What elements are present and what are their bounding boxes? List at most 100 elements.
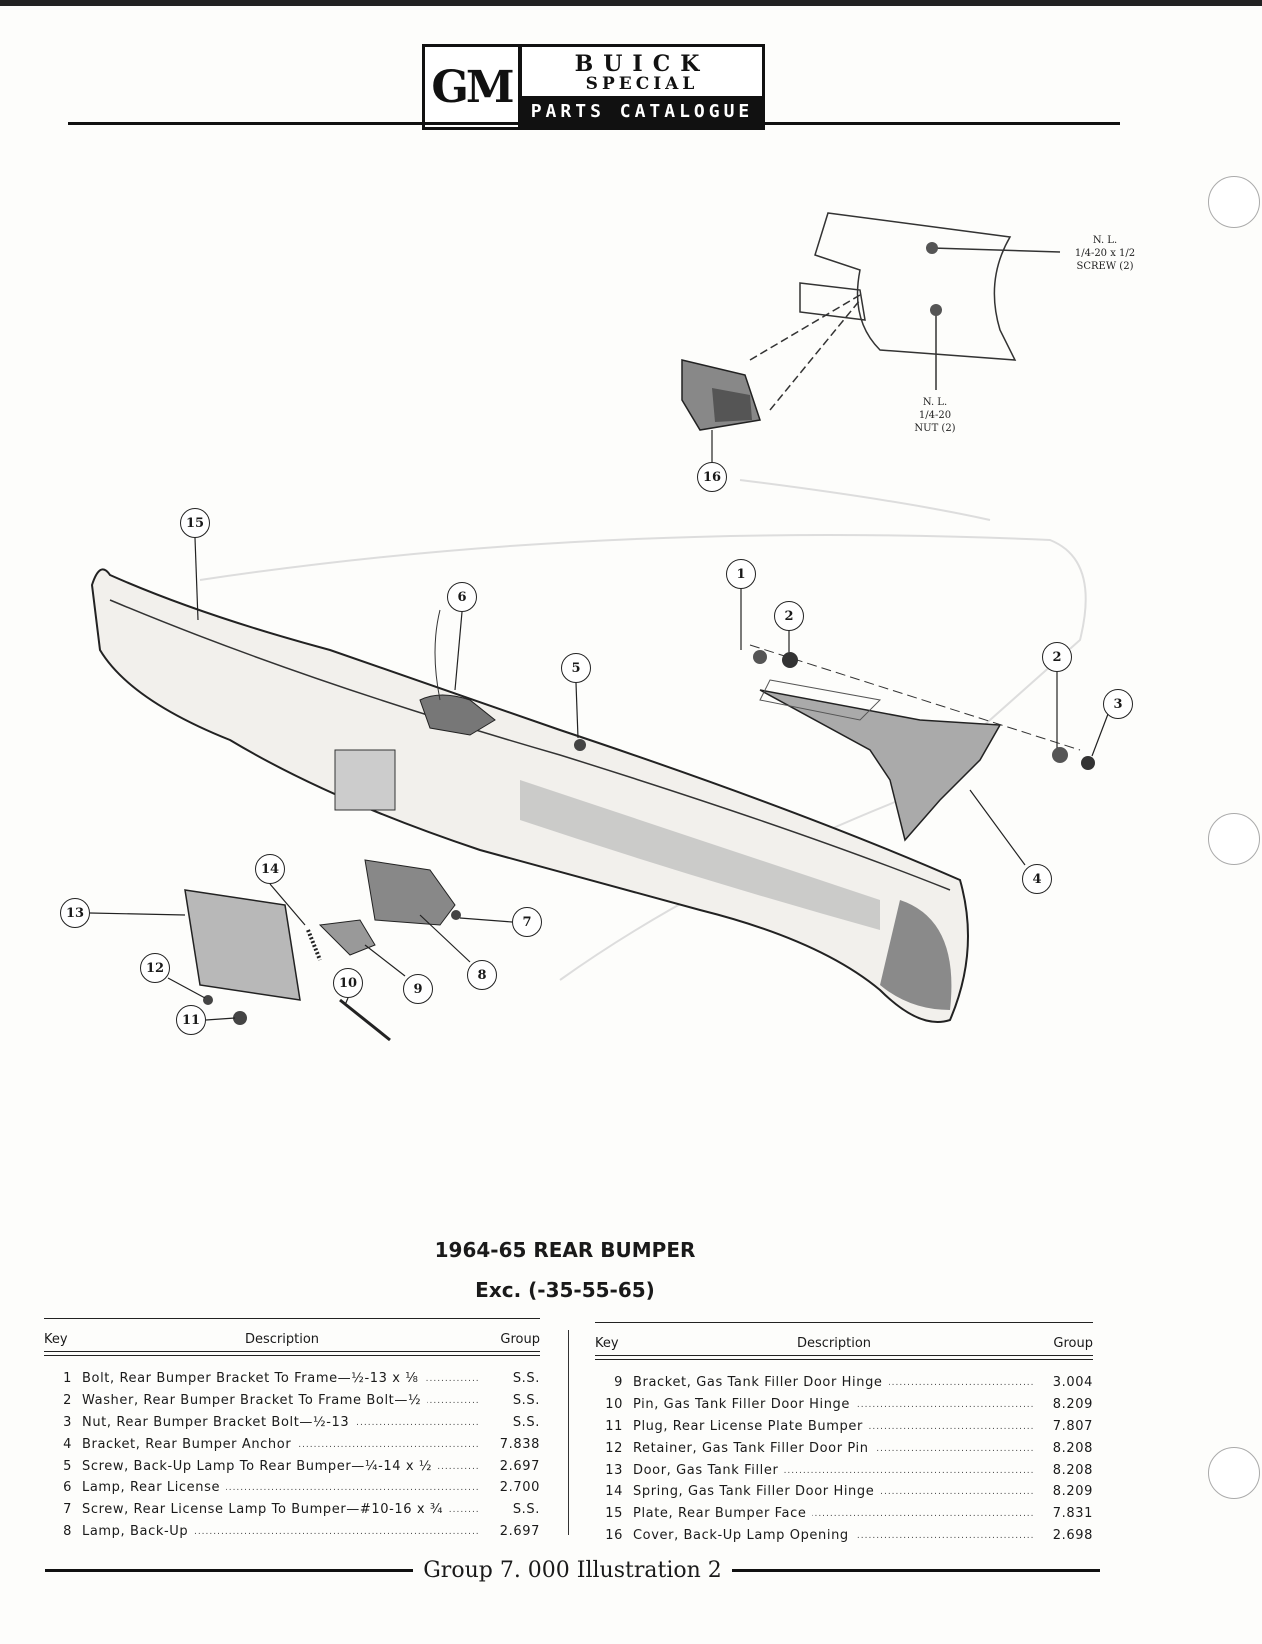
table-row: 4 Bracket, Rear Bumper Anchor 7.838 xyxy=(44,1433,540,1455)
col-group: Group xyxy=(500,1332,540,1347)
screw-icon xyxy=(926,242,938,254)
table-row: 1 Bolt, Rear Bumper Bracket To Frame—½-13… xyxy=(44,1368,540,1390)
part-description: Lamp, Rear License xyxy=(82,1480,480,1496)
part-group: S.S. xyxy=(512,1371,540,1387)
rear-bumper-drawing xyxy=(90,568,969,1023)
part-description: Washer, Rear Bumper Bracket To Frame Bol… xyxy=(82,1393,480,1409)
callout-14: 14 xyxy=(255,854,285,884)
part-group: 2.697 xyxy=(499,1523,540,1539)
part-key: 6 xyxy=(63,1480,72,1496)
part-key: 15 xyxy=(605,1506,623,1522)
logo-parts-catalogue: PARTS CATALOGUE xyxy=(522,96,762,127)
part-key: 4 xyxy=(63,1436,72,1452)
part-group: 7.838 xyxy=(499,1436,540,1452)
col-key: Key xyxy=(595,1336,619,1351)
part-group: 8.208 xyxy=(1052,1440,1093,1456)
back-up-lamp-cover-16 xyxy=(681,359,761,431)
note-line: SCREW (2) xyxy=(1076,261,1134,272)
callout-8: 8 xyxy=(467,960,497,990)
part-key: 1 xyxy=(63,1371,72,1387)
part-description-text: Retainer, Gas Tank Filler Door Pin xyxy=(633,1440,875,1456)
part-description: Plate, Rear Bumper Face xyxy=(633,1506,1033,1522)
part-description-text: Cover, Back-Up Lamp Opening xyxy=(633,1527,855,1543)
part-description: Pin, Gas Tank Filler Door Hinge xyxy=(633,1397,1033,1413)
part-group: 7.807 xyxy=(1052,1418,1093,1434)
logo-buick: BUICK xyxy=(522,47,762,75)
part-description: Screw, Rear License Lamp To Bumper—#10-1… xyxy=(82,1502,480,1518)
footer-caption: Group 7. 000 Illustration 2 xyxy=(423,1558,722,1583)
callout-13: 13 xyxy=(60,898,90,928)
table-row: 10 Pin, Gas Tank Filler Door Hinge 8.209 xyxy=(595,1394,1093,1416)
part-group: 2.700 xyxy=(499,1480,540,1496)
part-description: Bolt, Rear Bumper Bracket To Frame—½-13 … xyxy=(82,1371,480,1387)
page-footer: Group 7. 000 Illustration 2 xyxy=(45,1558,1100,1583)
nut-icon xyxy=(930,304,942,316)
note-line: N. L. xyxy=(1092,235,1118,246)
scan-top-edge xyxy=(0,0,1262,6)
footer-rule xyxy=(45,1569,414,1572)
part-description: Bracket, Rear Bumper Anchor xyxy=(82,1436,480,1452)
part-key: 12 xyxy=(605,1440,623,1456)
gas-tank-filler-door xyxy=(184,889,301,1001)
callout-3: 3 xyxy=(1103,689,1133,719)
part-description-text: Nut, Rear Bumper Bracket Bolt—½-13 xyxy=(82,1414,356,1430)
part-group: S.S. xyxy=(512,1502,540,1518)
part-description: Bracket, Gas Tank Filler Door Hinge xyxy=(633,1375,1033,1391)
note-screw: N. L. 1/4-20 x 1/2 SCREW (2) xyxy=(1050,234,1160,273)
part-key: 2 xyxy=(63,1393,72,1409)
callout-5: 5 xyxy=(561,653,591,683)
part-description-text: Plug, Rear License Plate Bumper xyxy=(633,1418,869,1434)
part-description-text: Screw, Rear License Lamp To Bumper—#10-1… xyxy=(82,1502,450,1518)
part-description: Nut, Rear Bumper Bracket Bolt—½-13 xyxy=(82,1414,480,1430)
part-key: 16 xyxy=(605,1527,623,1543)
part-key: 3 xyxy=(63,1414,72,1430)
back-up-lamp xyxy=(364,859,456,926)
hinge-spring xyxy=(306,929,322,961)
part-group: 7.831 xyxy=(1052,1506,1093,1522)
callout-7: 7 xyxy=(512,907,542,937)
part-group: 8.208 xyxy=(1052,1462,1093,1478)
part-description-text: Lamp, Rear License xyxy=(82,1480,227,1496)
part-group: 8.209 xyxy=(1052,1397,1093,1413)
part-key: 5 xyxy=(63,1458,72,1474)
punch-hole xyxy=(1208,813,1260,865)
gm-buick-logo: GM BUICK SPECIAL PARTS CATALOGUE xyxy=(422,44,765,130)
illustration-subtitle: Exc. (-35-55-65) xyxy=(475,1278,655,1302)
part-group: 3.004 xyxy=(1052,1375,1093,1391)
note-nut: N. L. 1/4-20 NUT (2) xyxy=(900,396,970,435)
callout-6: 6 xyxy=(447,582,477,612)
part-description: Plug, Rear License Plate Bumper xyxy=(633,1418,1033,1434)
hinge-pin xyxy=(339,998,391,1042)
part-description-text: Pin, Gas Tank Filler Door Hinge xyxy=(633,1397,856,1413)
part-group: 8.209 xyxy=(1052,1484,1093,1500)
part-description: Cover, Back-Up Lamp Opening xyxy=(633,1527,1033,1543)
note-line: N. L. xyxy=(922,397,948,408)
callout-1: 1 xyxy=(726,559,756,589)
part-description: Lamp, Back-Up xyxy=(82,1523,480,1539)
callout-9: 9 xyxy=(403,974,433,1004)
part-description-text: Washer, Rear Bumper Bracket To Frame Bol… xyxy=(82,1393,428,1409)
logo-gm: GM xyxy=(425,47,522,127)
part-description: Door, Gas Tank Filler xyxy=(633,1462,1033,1478)
table-row: 14 Spring, Gas Tank Filler Door Hinge 8.20… xyxy=(595,1481,1093,1503)
part-key: 13 xyxy=(605,1462,623,1478)
part-key: 11 xyxy=(605,1418,623,1434)
part-description-text: Lamp, Back-Up xyxy=(82,1523,195,1539)
part-key: 14 xyxy=(605,1484,623,1500)
part-key: 10 xyxy=(605,1397,623,1413)
part-description: Spring, Gas Tank Filler Door Hinge xyxy=(633,1484,1033,1500)
table-row: 13 Door, Gas Tank Filler 8.208 xyxy=(595,1459,1093,1481)
table-row: 15 Plate, Rear Bumper Face 7.831 xyxy=(595,1503,1093,1525)
table-row: 12 Retainer, Gas Tank Filler Door Pin 8.20… xyxy=(595,1437,1093,1459)
leader-lines xyxy=(89,430,1109,1021)
col-description: Description xyxy=(796,1336,872,1351)
bumper-anchor-bracket xyxy=(749,644,1081,842)
part-description-text: Bracket, Rear Bumper Anchor xyxy=(82,1436,298,1452)
callout-15: 15 xyxy=(180,508,210,538)
license-lamp xyxy=(419,694,496,736)
part-group: 2.698 xyxy=(1052,1527,1093,1543)
part-description-text: Bolt, Rear Bumper Bracket To Frame—½-13 … xyxy=(82,1371,425,1387)
